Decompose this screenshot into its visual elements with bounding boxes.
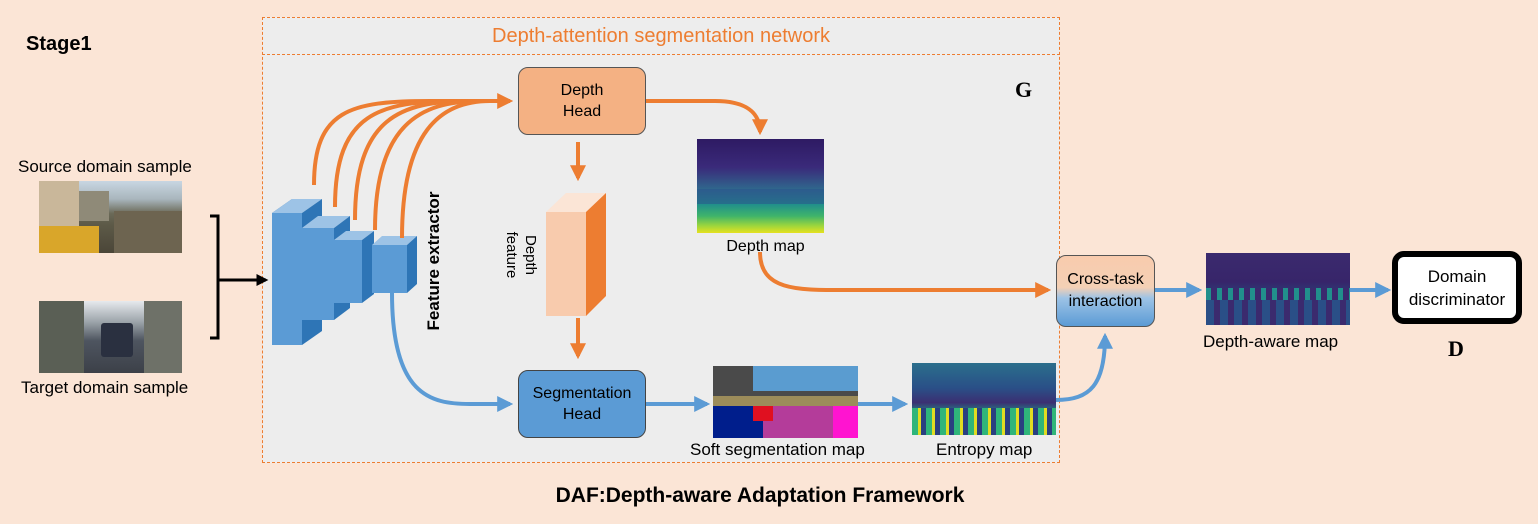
framework-caption: DAF:Depth-aware Adaptation Framework: [555, 484, 965, 507]
depth-aware-map-label: Depth-aware map: [1203, 332, 1339, 351]
entropy-map-label: Entropy map: [936, 440, 1033, 459]
domain-discriminator-box: Domain discriminator: [1392, 251, 1522, 324]
entropy-to-cross-task-arrow: [1055, 332, 1113, 402]
network-title: Depth-attention segmentation network: [492, 25, 830, 47]
feature-extractor-blocks: [272, 199, 417, 345]
depth-head-line2: Head: [562, 103, 602, 120]
feature-extractor-label: Feature extractor: [424, 191, 443, 331]
source-domain-label: Source domain sample: [18, 157, 192, 176]
cross-task-line2: interaction: [1068, 293, 1143, 310]
generator-label: G: [1015, 77, 1033, 102]
seg-head-line1: Segmentation: [532, 385, 632, 402]
extractor-to-seg-head-arrow: [390, 292, 514, 412]
cross-task-interaction-box: Cross-task interaction: [1056, 255, 1155, 327]
entropy-map-image: [912, 363, 1056, 435]
cross-task-line1: Cross-task: [1067, 271, 1144, 288]
network-title-bar: [262, 17, 1060, 55]
depth-head-to-depth-map-arrow: [646, 99, 768, 136]
depth-feature-label: Depth feature: [480, 215, 540, 295]
segmentation-head-box: Segmentation Head: [518, 370, 646, 438]
seg-head-line2: Head: [562, 406, 602, 423]
extractor-to-depth-head-arrows: [312, 93, 514, 239]
depth-aware-map-image: [1206, 253, 1350, 325]
stage-label: Stage1: [26, 33, 92, 55]
depth-map-to-cross-task-arrow: [758, 251, 1052, 298]
depth-map-label: Depth map: [726, 238, 805, 255]
depth-feature-line2: feature: [503, 231, 520, 279]
depth-feature-line1: Depth: [522, 234, 539, 276]
source-domain-image: [39, 181, 182, 253]
depth-feature-block: [546, 193, 606, 316]
depth-head-box: Depth Head: [518, 67, 646, 135]
soft-segmentation-map-image: [713, 366, 858, 438]
input-merge-arrow: [210, 214, 269, 340]
discriminator-line1: Domain: [1427, 266, 1487, 286]
target-domain-image: [39, 301, 182, 373]
discriminator-line2: discriminator: [1408, 289, 1506, 309]
soft-segmentation-map-label: Soft segmentation map: [690, 440, 865, 459]
depth-map-image: [697, 139, 824, 233]
discriminator-label: D: [1448, 336, 1464, 361]
target-domain-label: Target domain sample: [21, 378, 189, 397]
depth-head-line1: Depth: [560, 82, 604, 99]
